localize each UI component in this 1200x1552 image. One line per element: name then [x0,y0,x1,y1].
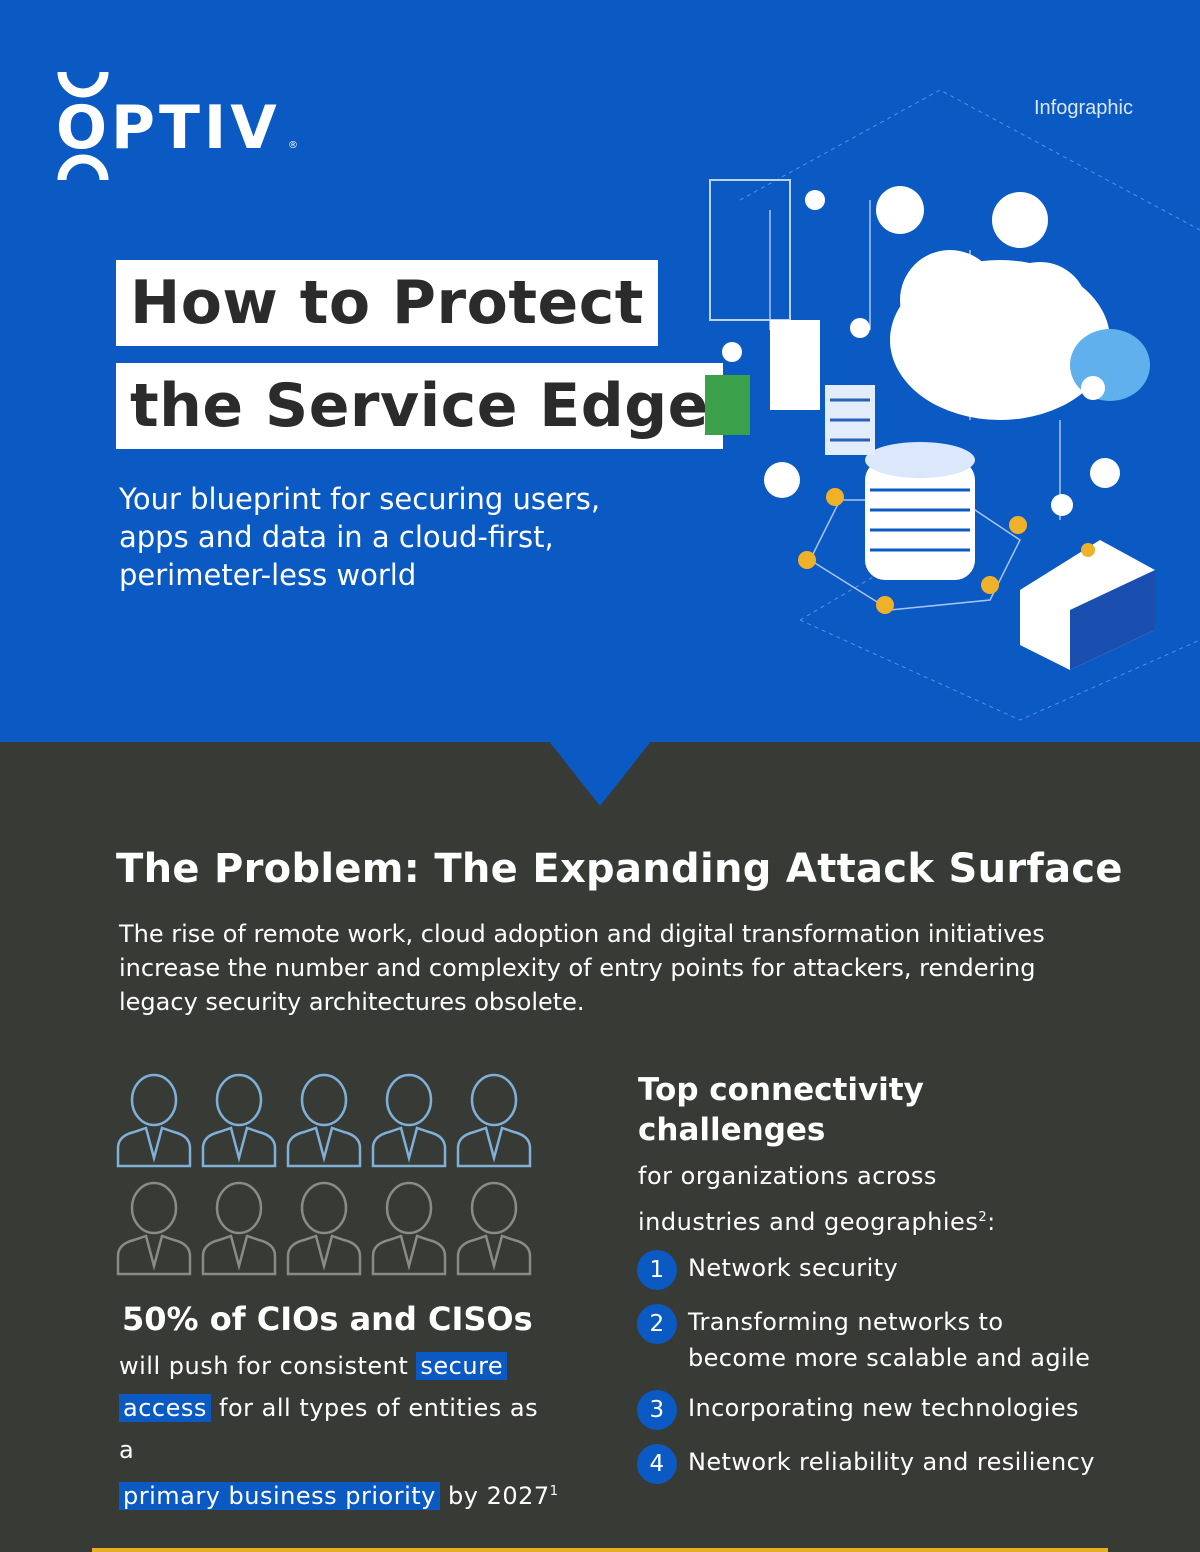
section-pointer [548,740,652,806]
code-window-icon [705,375,750,435]
building-icon [1020,540,1155,670]
list-item: 3 Incorporating new technologies [637,1390,1107,1430]
stat-headline: 50% of CIOs and CISOs [122,1300,533,1338]
cloud-network-illustration [705,89,1200,721]
challenges-subheading: for organizations across industries and … [638,1156,1058,1243]
problem-title: The Problem: The Expanding Attack Surfac… [116,846,1123,892]
accent-divider [92,1548,1108,1552]
person-icon [371,1073,447,1168]
person-icon [456,1181,532,1276]
person-icon [201,1181,277,1276]
infographic-tag: Infographic [1034,97,1133,119]
server-rack-icon [825,385,875,455]
number-badge: 4 [637,1444,677,1484]
hero-section: OPTIV ® Infographic How to Protect the S… [0,0,1200,742]
hero-title-line-1: How to Protect [116,260,658,346]
stat-highlight: primary business priority [119,1482,440,1510]
server-tower-icon [865,442,975,580]
logo-arc-bottom [57,154,109,181]
globe-icon [992,192,1048,248]
person-icon [286,1073,362,1168]
list-item: 2 Transforming networks to become more sc… [637,1304,1107,1376]
stat-text: by 2027 [448,1482,550,1510]
footnote-ref: 1 [549,1484,559,1499]
number-badge: 1 [637,1250,677,1290]
list-item: 4 Network reliability and resiliency [637,1444,1107,1484]
number-badge: 3 [637,1390,677,1430]
people-icon-grid [116,1073,532,1276]
list-item: 1 Network security [637,1250,1107,1290]
challenges-list: 1 Network security 2 Transforming networks… [637,1250,1107,1498]
stat-highlight: access [119,1394,211,1422]
brand-name: OPTIV [56,93,281,163]
gear-icons [764,274,1120,498]
person-icon [456,1073,532,1168]
stat-highlight: secure [416,1352,508,1380]
number-badge: 2 [637,1304,677,1344]
colon: : [987,1208,996,1236]
registered-mark: ® [288,140,298,151]
check-badge-icons [722,190,1105,516]
person-icon [286,1181,362,1276]
list-item-text: Transforming networks to become more sca… [688,1308,1091,1372]
hero-title-line-2: the Service Edge [116,363,723,449]
hero-subtitle: Your blueprint for securing users, apps … [119,482,601,592]
list-item-text: Incorporating new technologies [688,1394,1079,1422]
footnote-ref: 2 [978,1210,988,1225]
challenges-sub-text: for organizations across industries and … [638,1162,979,1236]
list-item-text: Network security [688,1254,899,1282]
logo-arc-top [57,71,109,98]
user-profile-card [709,179,791,321]
list-item-text: Network reliability and resiliency [688,1448,1095,1476]
stat-body: will push for consistent secure access f… [119,1345,559,1517]
problem-body: The rise of remote work, cloud adoption … [119,920,1045,1016]
cloud-icon [890,250,1150,420]
person-icon [371,1181,447,1276]
person-icon [116,1073,192,1168]
optiv-logo: OPTIV ® [56,71,298,181]
stat-text: for all types of entities as a [119,1394,539,1464]
stat-text: will push for consistent [119,1352,409,1380]
person-icon [116,1181,192,1276]
person-icon [201,1073,277,1168]
lock-pin-icons [798,488,1095,614]
challenges-heading: Top connectivity challenges [638,1072,924,1148]
chip-icon [876,186,924,234]
id-card-icon [770,320,820,410]
